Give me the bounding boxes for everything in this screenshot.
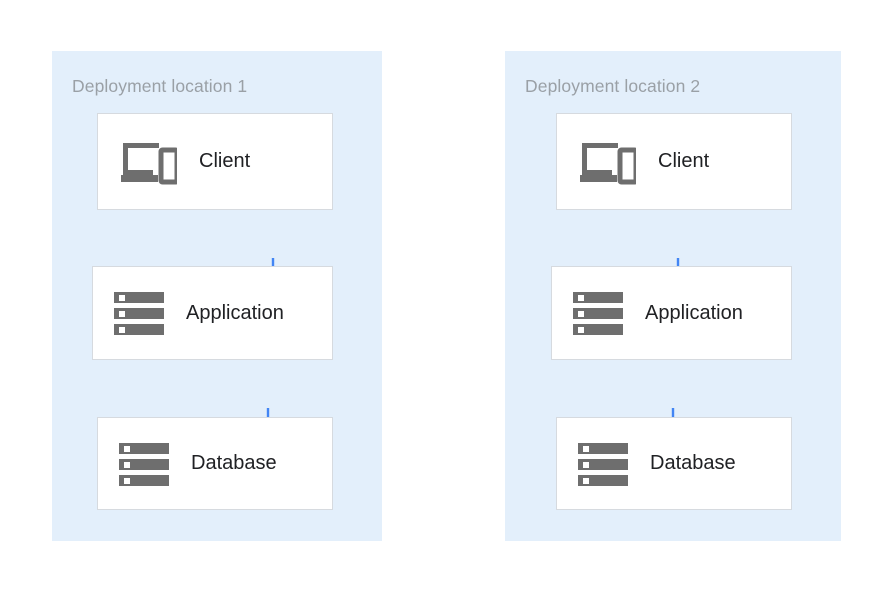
- server-icon: [573, 291, 623, 335]
- node-client-2-label: Client: [658, 150, 710, 172]
- server-icon: [578, 442, 628, 486]
- server-icon: [114, 291, 164, 335]
- node-application-1-label: Application: [186, 301, 284, 324]
- node-application-2-label: Application: [645, 301, 743, 324]
- deployment-zone-2: Deployment location 2 Client: [505, 51, 841, 541]
- devices-icon: [578, 139, 636, 185]
- node-database-2-label: Database: [650, 452, 736, 474]
- node-client-1[interactable]: Client: [97, 113, 333, 210]
- node-application-1[interactable]: Application: [92, 266, 333, 360]
- node-database-1[interactable]: Database: [97, 417, 333, 510]
- server-icon: [119, 442, 169, 486]
- node-database-1-label: Database: [191, 452, 277, 474]
- deployment-zone-1: Deployment location 1 Client: [52, 51, 382, 541]
- node-application-2[interactable]: Application: [551, 266, 792, 360]
- devices-icon: [119, 139, 177, 185]
- zone-1-title: Deployment location 1: [72, 76, 248, 96]
- node-database-2[interactable]: Database: [556, 417, 792, 510]
- node-client-2[interactable]: Client: [556, 113, 792, 210]
- zone-2-title: Deployment location 2: [525, 76, 701, 96]
- node-client-1-label: Client: [199, 150, 251, 172]
